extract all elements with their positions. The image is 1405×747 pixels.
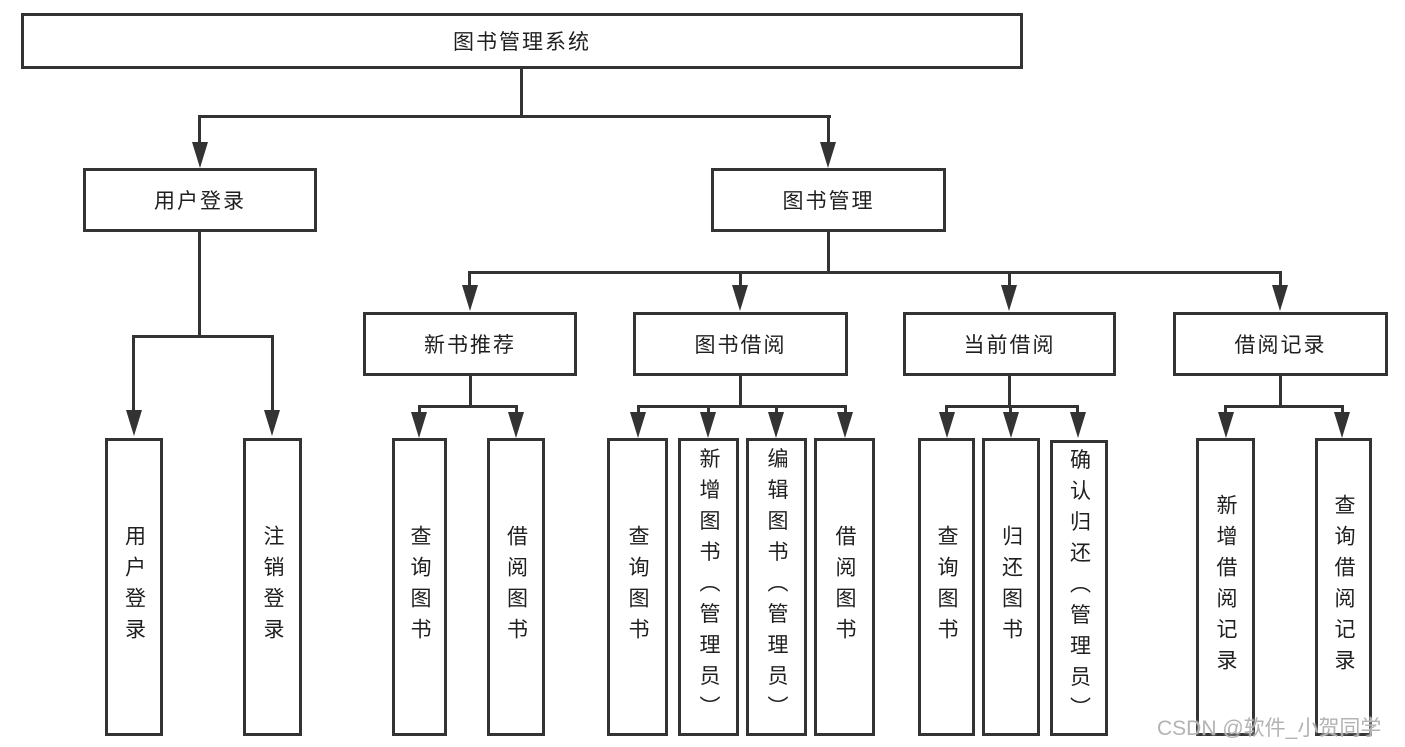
node-user-login: 用户登录	[83, 168, 317, 232]
leaf-label: 查询图书	[626, 525, 649, 649]
node-book-management: 图书管理	[711, 168, 946, 232]
connector-line	[637, 405, 847, 408]
arrow-down-icon	[1001, 285, 1017, 311]
csdn-watermark: CSDN @软件_小贺同学	[1157, 717, 1382, 740]
arrow-down-icon	[126, 410, 142, 436]
arrow-down-icon	[264, 410, 280, 436]
connector-line	[1279, 376, 1282, 407]
arrow-down-icon	[630, 412, 646, 438]
node-label: 图书借阅	[694, 334, 787, 357]
leaf-borrow-books: 借阅图书	[814, 438, 875, 736]
node-label: 图书管理系统	[453, 31, 591, 54]
connector-line	[1076, 405, 1079, 417]
connector-line	[468, 271, 471, 287]
leaf-label: 查询图书	[408, 525, 431, 649]
connector-line	[1009, 405, 1012, 417]
node-book-borrowing: 图书借阅	[633, 312, 848, 376]
arrow-down-icon	[1218, 412, 1234, 438]
leaf-label: 注销登录	[261, 525, 284, 649]
arrow-down-icon	[1070, 412, 1086, 438]
arrow-down-icon	[192, 142, 208, 168]
leaf-add-borrow-record: 新增借阅记录	[1196, 438, 1255, 736]
leaf-query-books: 查询图书	[392, 438, 447, 736]
arrow-down-icon	[1334, 412, 1350, 438]
arrow-down-icon	[1003, 412, 1019, 438]
connector-line	[1224, 405, 1344, 408]
arrow-down-icon	[837, 412, 853, 438]
connector-line	[1008, 376, 1011, 407]
connector-line	[198, 115, 831, 118]
leaf-edit-books-admin: 编辑图书（管理员）	[746, 438, 807, 736]
leaf-query-books: 查询图书	[607, 438, 668, 736]
leaf-label: 借阅图书	[504, 525, 528, 649]
arrow-down-icon	[508, 412, 524, 438]
node-new-book-recommendation: 新书推荐	[363, 312, 577, 376]
connector-line	[827, 232, 830, 273]
arrow-down-icon	[411, 412, 427, 438]
node-borrowing-records: 借阅记录	[1173, 312, 1388, 376]
connector-line	[132, 335, 274, 338]
connector-line	[1279, 271, 1282, 287]
leaf-label: 查询借阅记录	[1332, 494, 1355, 680]
connector-line	[1341, 405, 1344, 417]
arrow-down-icon	[732, 285, 748, 311]
connector-line	[418, 405, 421, 417]
leaf-label: 借阅图书	[833, 525, 856, 649]
leaf-add-books-admin: 新增图书（管理员）	[678, 438, 739, 736]
node-label: 新书推荐	[424, 334, 516, 357]
leaf-query-books: 查询图书	[918, 438, 975, 736]
leaf-query-borrow-record: 查询借阅记录	[1315, 438, 1372, 736]
leaf-label: 新增借阅记录	[1214, 494, 1237, 680]
connector-line	[198, 232, 201, 337]
node-label: 图书管理	[782, 190, 875, 213]
connector-line	[1008, 271, 1011, 287]
connector-line	[739, 376, 742, 407]
connector-line	[945, 405, 948, 417]
leaf-borrow-books: 借阅图书	[487, 438, 545, 736]
node-root-library-system: 图书管理系统	[21, 13, 1023, 69]
node-current-borrowing: 当前借阅	[903, 312, 1116, 376]
connector-line	[844, 405, 847, 417]
connector-line	[515, 405, 518, 417]
arrow-down-icon	[462, 285, 478, 311]
node-label: 当前借阅	[963, 334, 1056, 357]
connector-line	[132, 335, 135, 413]
connector-line	[827, 115, 830, 145]
arrow-down-icon	[939, 412, 955, 438]
node-label: 借阅记录	[1234, 334, 1327, 357]
arrow-down-icon	[1272, 285, 1288, 311]
connector-line	[469, 376, 472, 407]
connector-line	[637, 405, 640, 417]
connector-line	[198, 115, 201, 145]
connector-line	[271, 335, 274, 413]
leaf-logout: 注销登录	[243, 438, 302, 736]
node-label: 用户登录	[154, 190, 246, 213]
connector-line	[707, 405, 710, 417]
leaf-label: 查询图书	[935, 525, 958, 649]
arrow-down-icon	[820, 142, 836, 168]
connector-line	[775, 405, 778, 417]
leaf-label: 用户登录	[122, 525, 146, 649]
arrow-down-icon	[700, 412, 716, 438]
leaf-label: 归还图书	[999, 525, 1023, 649]
leaf-label: 编辑图书（管理员）	[765, 447, 788, 727]
leaf-return-books: 归还图书	[982, 438, 1040, 736]
connector-line	[520, 69, 523, 117]
leaf-confirm-return-admin: 确认归还（管理员）	[1050, 440, 1108, 736]
leaf-user-login: 用户登录	[105, 438, 163, 736]
connector-line	[468, 271, 1282, 274]
connector-line	[418, 405, 518, 408]
connector-line	[739, 271, 742, 287]
connector-line	[945, 405, 1079, 408]
leaf-label: 确认归还（管理员）	[1067, 448, 1091, 728]
connector-line	[1224, 405, 1227, 417]
arrow-down-icon	[768, 412, 784, 438]
leaf-label: 新增图书（管理员）	[697, 447, 720, 727]
